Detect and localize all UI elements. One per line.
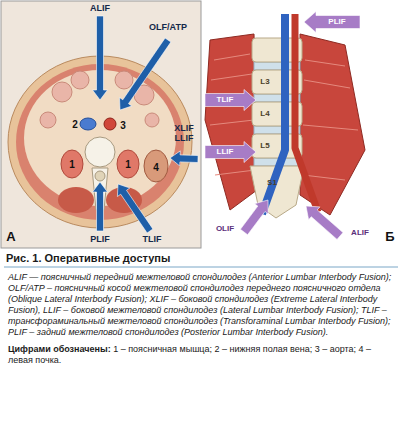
approach-arrow: [205, 142, 256, 163]
intestine: [71, 71, 89, 89]
vena-cava: [80, 118, 96, 130]
vertebra-label: L5: [260, 142, 269, 151]
approach-label: TLIF: [217, 96, 234, 105]
approach-label: PLIF: [328, 18, 345, 27]
left-kidney: [144, 150, 168, 182]
vertebra: [95, 171, 105, 181]
vertebra-label: S1: [267, 179, 277, 188]
approach-label: OLIF: [215, 225, 235, 234]
approach-arrow: [205, 90, 256, 111]
approach-arrow: [306, 206, 343, 239]
callout-number: 1: [125, 159, 131, 170]
approach-arrows: [93, 12, 361, 240]
approach-arrow: [240, 200, 268, 235]
panel-b-spine: [215, 170, 255, 175]
panel-b-spine: [203, 1, 401, 248]
back-muscle: [58, 187, 94, 213]
callout-number: 1: [69, 159, 75, 170]
aorta: [104, 118, 116, 130]
title-rule: [4, 267, 398, 268]
panel-b-spine: [303, 125, 358, 130]
approach-arrow: [117, 184, 152, 233]
approach-label: OLF/ATP: [149, 23, 187, 33]
panel-b-spine: [214, 54, 250, 60]
vena-cava: [80, 118, 96, 130]
approach-label: ALIF: [350, 229, 370, 238]
callout-number: 2: [72, 119, 78, 130]
panel-b-spine: [203, 1, 401, 248]
left-kidney: [144, 150, 168, 182]
panel-a-section: [1, 1, 201, 248]
panel-b-spine: [305, 60, 345, 66]
aorta: [104, 118, 116, 130]
approach-label: TLIF: [143, 235, 162, 245]
approach-arrow: [170, 151, 198, 166]
approach-label: ALIF: [90, 4, 110, 14]
approach-arrow: [120, 38, 171, 110]
psoas-muscle: [61, 150, 83, 178]
figure-title: Рис. 1. Оперативные доступы: [6, 252, 170, 264]
vertebra: [85, 137, 115, 167]
approach-label: LLIF: [217, 148, 234, 157]
intestine: [52, 82, 72, 102]
intestine: [145, 113, 159, 127]
figure-caption: ALIF — поясничный передний межтеловой сп…: [8, 272, 394, 338]
psoas-muscle: [61, 150, 139, 178]
panel-a-section: [1, 1, 201, 248]
panel-letter: А: [6, 230, 15, 244]
legend-heading: Цифрами обозначены:: [8, 344, 111, 354]
panel-b-spine: [295, 14, 318, 212]
callout-number: 4: [153, 162, 159, 173]
vertebra-label: L3: [260, 78, 269, 87]
approach-arrow: [93, 16, 108, 100]
panel-b-spine: [211, 74, 252, 80]
panel-b-spine: [205, 34, 257, 210]
approach-arrow: [304, 12, 360, 33]
psoas-muscle: [117, 150, 139, 178]
approach-label: PLIF: [90, 235, 110, 245]
approach-label: XLIF LLIF: [170, 124, 198, 144]
callout-number: 3: [120, 120, 126, 131]
intestine: [115, 71, 133, 89]
panel-b-spine: [210, 120, 254, 125]
vertebra-label: L4: [260, 110, 269, 119]
legend-paragraph: Цифрами обозначены: 1 – поясничная мышца…: [8, 344, 394, 366]
intestine: [40, 112, 56, 128]
panel-letter: Б: [385, 230, 394, 244]
approach-arrow: [93, 182, 108, 231]
panel-b-spine: [304, 80, 350, 88]
